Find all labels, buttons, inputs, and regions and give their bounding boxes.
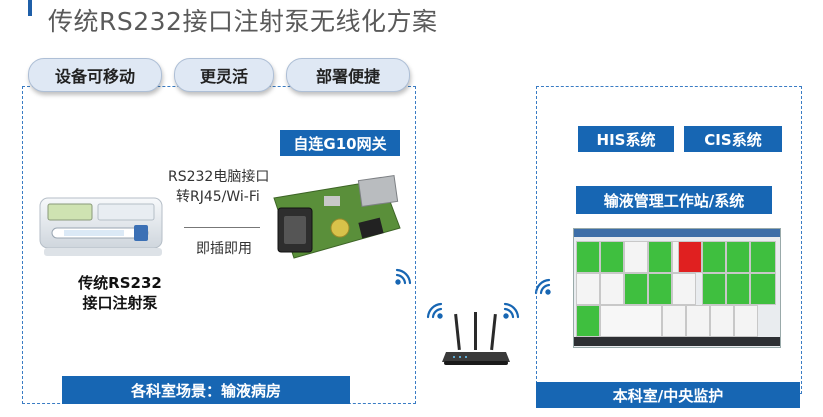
syringe-pump-image	[34, 192, 170, 262]
router-icon	[440, 312, 512, 368]
pump-caption-line2: 接口注射泵	[82, 294, 158, 312]
monitor-label: 本科室/中央监护	[536, 382, 800, 408]
wifi-icon	[502, 300, 522, 320]
gateway-board-image	[264, 168, 404, 266]
feature-pill-deploy: 部署便捷	[286, 58, 410, 92]
wifi-icon	[394, 266, 414, 286]
title-accent-bar	[28, 0, 32, 16]
plug-note: 即插即用	[196, 241, 252, 257]
cis-system-label: CIS系统	[684, 126, 782, 152]
monitor-screenshot	[573, 228, 781, 348]
feature-pill-movable: 设备可移动	[28, 58, 162, 92]
workstation-label: 输液管理工作站/系统	[576, 186, 772, 214]
page-title: 传统RS232接口注射泵无线化方案	[48, 7, 438, 36]
rs232-note-line1: RS232电脑接口	[168, 169, 270, 185]
rs232-note-line2: 转RJ45/Wi-Fi	[176, 189, 260, 205]
scene-label: 各科室场景：输液病房	[62, 376, 350, 404]
his-system-label: HIS系统	[578, 126, 674, 152]
wifi-icon	[424, 300, 444, 320]
pump-caption-line1: 传统RS232	[78, 274, 162, 292]
connector-line	[184, 227, 260, 228]
feature-pill-flexible: 更灵活	[174, 58, 274, 92]
gateway-label: 自连G10网关	[280, 130, 400, 156]
